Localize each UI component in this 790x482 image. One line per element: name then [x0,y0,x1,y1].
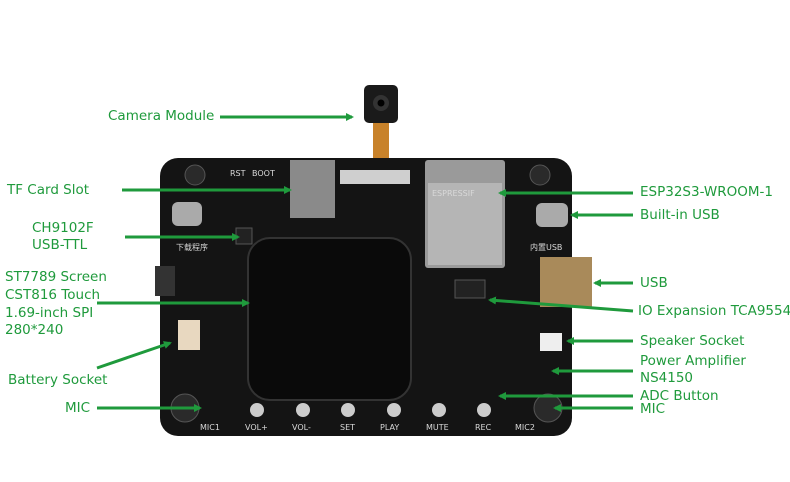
callout-arrows [96,113,634,412]
label-adc-button: ADC Button [640,388,719,404]
slide-switch [155,266,175,296]
label-screen-1: ST7789 Screen [5,269,107,285]
svg-text:SET: SET [340,423,355,432]
svg-text:RST: RST [230,169,246,178]
svg-text:ESPRESSIF: ESPRESSIF [432,189,475,198]
adc-buttons [250,403,491,417]
speaker-socket [540,333,562,351]
svg-text:BOOT: BOOT [252,169,275,178]
battery-socket [178,320,200,350]
label-builtin-usb: Built-in USB [640,207,720,223]
label-amplifier: Power Amplifier [640,353,746,369]
usb-c-builtin [536,203,568,227]
tca9554-chip [454,279,486,299]
label-mic-left: MIC [65,400,91,416]
label-io-expansion: IO Expansion TCA9554 [638,303,790,319]
label-camera-module: Camera Module [108,108,215,124]
label-speaker: Speaker Socket [640,333,745,349]
svg-text:VOL+: VOL+ [245,423,268,432]
label-screen-2: CST816 Touch [5,287,101,303]
usb-a-port [540,257,592,307]
svg-text:MIC1: MIC1 [200,423,220,432]
svg-text:PLAY: PLAY [380,423,399,432]
svg-text:内置USB: 内置USB [530,242,562,252]
usb-c-left [172,202,202,226]
label-ns4150: NS4150 [640,370,694,386]
label-battery: Battery Socket [8,372,108,388]
label-esp32: ESP32S3-WROOM-1 [640,184,773,200]
ch9102f-chip [235,227,253,245]
label-screen-3: 1.69-inch SPI [5,305,94,321]
silkscreen-text: RST BOOT 下载程序 内置USB ESPRESSIF MIC1 VOL+ … [176,169,562,432]
label-ch9102f: CH9102F [32,220,94,236]
svg-text:VOL-: VOL- [292,423,311,432]
label-tf-card: TF Card Slot [7,182,90,198]
camera-module [364,85,398,160]
tf-card-slot [290,160,335,218]
svg-text:REC: REC [475,423,492,432]
label-mic-right: MIC [640,401,666,417]
screen [247,237,412,401]
camera-connector [340,170,410,184]
label-usb-ttl: USB-TTL [32,237,88,253]
label-usb: USB [640,275,668,291]
label-screen-4: 280*240 [5,322,64,338]
svg-text:下载程序: 下载程序 [176,242,208,252]
svg-text:MUTE: MUTE [426,423,449,432]
svg-text:MIC2: MIC2 [515,423,535,432]
